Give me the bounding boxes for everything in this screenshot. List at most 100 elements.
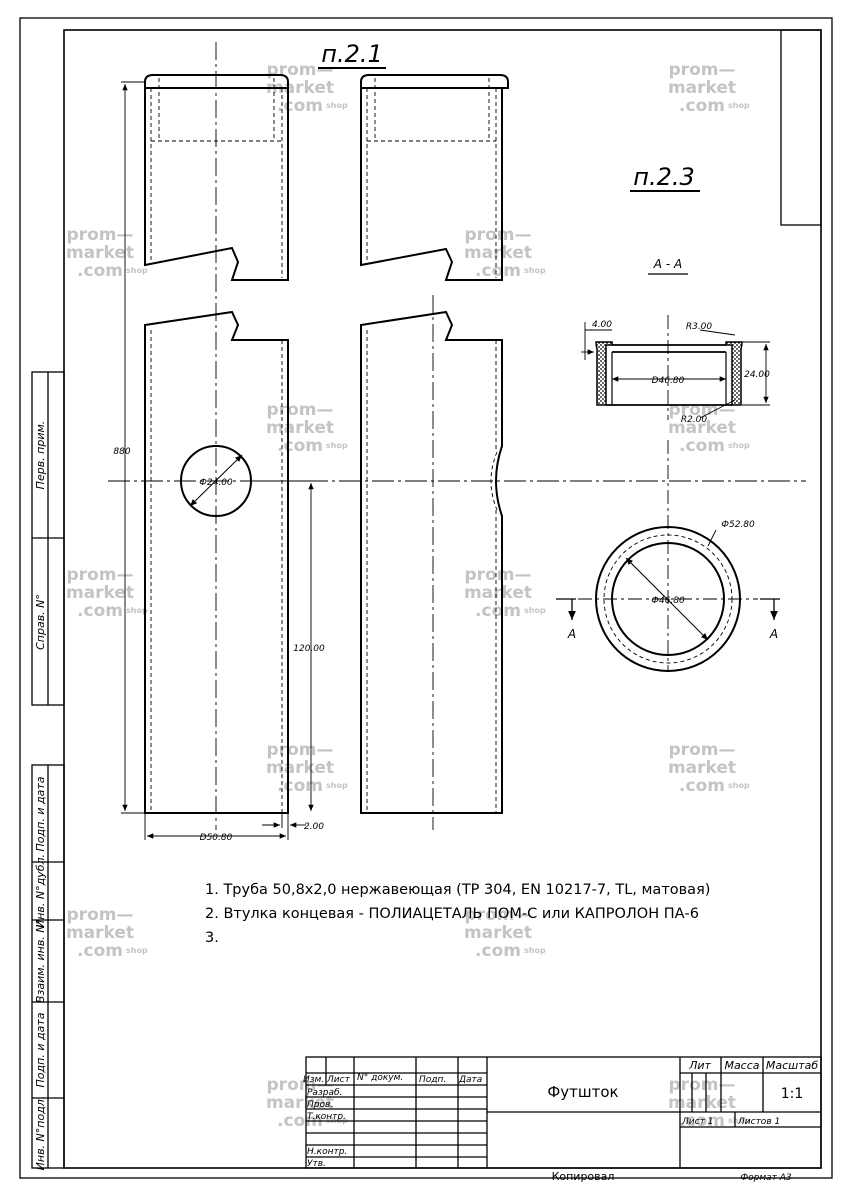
- title-block-labels: Изм. Лист N° докум. Подп. Дата Разраб. П…: [303, 1073, 482, 1169]
- watermark-text: prom—: [67, 225, 134, 245]
- watermark-shop: shop: [728, 1116, 750, 1125]
- col-podp: Подп.: [419, 1075, 446, 1085]
- note-3: 3.: [205, 930, 219, 946]
- dim-880-line: [121, 81, 145, 814]
- watermark-text: .com: [679, 776, 725, 796]
- watermark-text: prom—: [465, 905, 532, 925]
- side-stamp-labels: Перв. прим. Справ. N° Подп. и дата Инв. …: [34, 421, 47, 1171]
- watermark-text: prom—: [267, 740, 334, 760]
- dim-inner-ring: Ф46.80: [651, 596, 685, 606]
- row-razrab: Разраб.: [307, 1088, 342, 1098]
- view-label-p21: п.2.1: [321, 40, 383, 68]
- watermark-text: market: [668, 418, 736, 438]
- row-utv: Утв.: [307, 1159, 326, 1169]
- tube-lower-outline: [144, 310, 289, 814]
- row-nkontr: Н.контр.: [307, 1147, 347, 1157]
- side-label-podp1: Подп. и дата: [34, 776, 47, 851]
- cut-mark-left: А: [567, 627, 576, 641]
- watermark-shop: shop: [728, 781, 750, 790]
- side-label-dubl: Инв. N°дубл.: [34, 854, 47, 928]
- dim-height: 24.00: [744, 370, 770, 380]
- side-stamp: [31, 371, 65, 1169]
- col-dokum: N° докум.: [357, 1073, 403, 1083]
- note-1: 1. Труба 50,8х2,0 нержавеющая (ТР 304, E…: [205, 882, 711, 898]
- watermark-text: prom—: [267, 400, 334, 420]
- dim-r2: R2.00: [681, 415, 708, 425]
- watermark-shop: shop: [728, 441, 750, 450]
- dim-r3: R3.00: [686, 322, 713, 332]
- col-izm: Изм.: [303, 1075, 324, 1085]
- tube-side-view: [360, 74, 509, 814]
- watermark-shop: shop: [126, 266, 148, 275]
- notes-block: 1. Труба 50,8х2,0 нержавеющая (ТР 304, E…: [205, 878, 805, 950]
- masshtab-label: Масштаб: [766, 1059, 818, 1072]
- end-cap-top: [144, 74, 289, 89]
- watermark-text: market: [668, 78, 736, 98]
- watermark-text: .com: [679, 1111, 725, 1131]
- col-data: Дата: [458, 1075, 482, 1085]
- section-cut-marks: [556, 598, 780, 620]
- watermark-text: market: [266, 418, 334, 438]
- watermark-shop: shop: [326, 781, 348, 790]
- watermark-text: market: [66, 923, 134, 943]
- watermark-text: .com: [277, 436, 323, 456]
- corner-stamp-box: [780, 29, 822, 226]
- cut-mark-right: А: [769, 627, 778, 641]
- dim-outer-ring: Ф52.80: [721, 520, 755, 530]
- side-label-perv: Перв. прим.: [34, 421, 47, 490]
- watermark-shop: shop: [326, 101, 348, 110]
- watermark-text: market: [66, 243, 134, 263]
- dim-flange: 4.00: [592, 320, 612, 330]
- tube-front-view: [144, 74, 289, 814]
- watermark-text: market: [266, 1093, 334, 1113]
- watermark-text: market: [266, 78, 334, 98]
- dim-tube-dia: D50.80: [200, 833, 233, 843]
- watermark-shop: shop: [126, 606, 148, 615]
- watermark-shop: shop: [524, 606, 546, 615]
- copied-label: Копировал: [552, 1170, 615, 1183]
- row-tkontr: Т.контр.: [307, 1112, 346, 1122]
- watermark-text: prom—: [465, 565, 532, 585]
- dim-120: 120.00: [293, 644, 325, 654]
- watermark-shop: shop: [126, 946, 148, 955]
- note-2: 2. Втулка концевая - ПОЛИАЦЕТАЛЬ ПОМ-С и…: [205, 906, 699, 922]
- sheets-label: Листов 1: [737, 1117, 780, 1127]
- watermark-text: market: [464, 923, 532, 943]
- watermark-text: market: [464, 583, 532, 603]
- end-cap-top-2: [360, 74, 509, 89]
- watermark-text: market: [464, 243, 532, 263]
- dim-inner-d: D46.80: [652, 376, 685, 386]
- watermark-shop: shop: [524, 946, 546, 955]
- lit-label: Лит: [688, 1059, 711, 1072]
- scale-value: 1:1: [781, 1086, 804, 1102]
- dim-880: 880: [113, 447, 130, 457]
- col-list: Лист: [326, 1075, 351, 1085]
- watermark-text: .com: [277, 1111, 323, 1131]
- row-prov: Пров.: [307, 1100, 333, 1110]
- watermark-text: prom—: [669, 740, 736, 760]
- watermark-shop: shop: [524, 266, 546, 275]
- watermark-text: .com: [679, 436, 725, 456]
- drawing-name: Футшток: [547, 1083, 618, 1101]
- watermark-text: .com: [277, 776, 323, 796]
- watermark-text: .com: [77, 941, 123, 961]
- watermark-text: .com: [77, 601, 123, 621]
- watermark-text: market: [668, 1093, 736, 1113]
- side-label-podl: Инв. N°подл.: [34, 1096, 47, 1171]
- watermark-text: .com: [475, 601, 521, 621]
- massa-label: Масса: [724, 1059, 759, 1072]
- watermark-text: prom—: [267, 1075, 334, 1095]
- title-block: [305, 1056, 822, 1169]
- dim-wall: 2.00: [304, 822, 324, 832]
